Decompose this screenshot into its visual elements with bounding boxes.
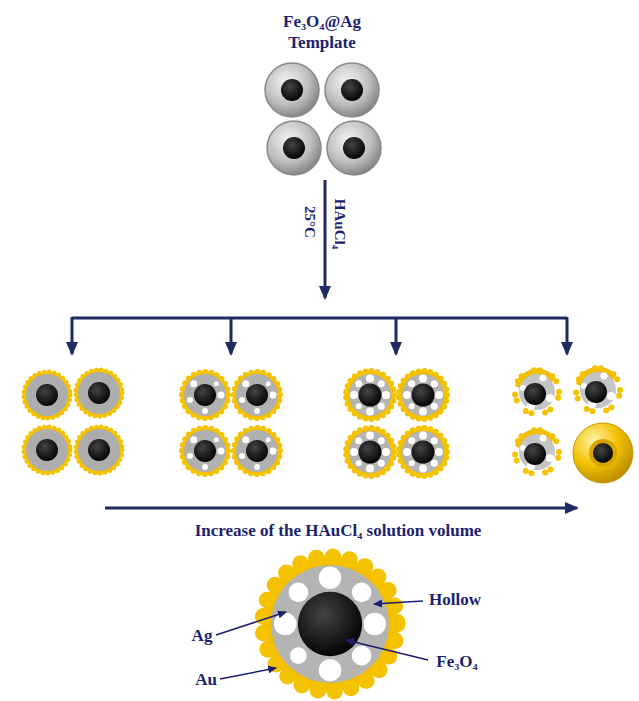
leader-lines [216, 601, 428, 679]
part-label: Hollow [429, 589, 481, 610]
branch-arrows [72, 317, 567, 354]
template-title: Fe₃O₄@Ag Template [266, 11, 378, 54]
part-label: Au [195, 669, 217, 690]
reaction-arrow [324, 180, 327, 298]
stage-2-particles [182, 372, 280, 474]
temperature-label: 25°C [301, 206, 320, 238]
template-particles [265, 63, 381, 175]
reagent-label: HAuCl₄ [331, 199, 350, 249]
trend-arrow [105, 507, 577, 510]
part-label: Ag [192, 625, 213, 646]
detail-particle [263, 557, 397, 691]
stage-3-particles [346, 371, 447, 476]
trend-label: Increase of the HAuCl₄ solution volume [195, 520, 482, 541]
stage-1-particles [24, 370, 122, 473]
part-label: Fe₃O₄ [436, 651, 477, 672]
stage-4-particles [515, 367, 633, 483]
